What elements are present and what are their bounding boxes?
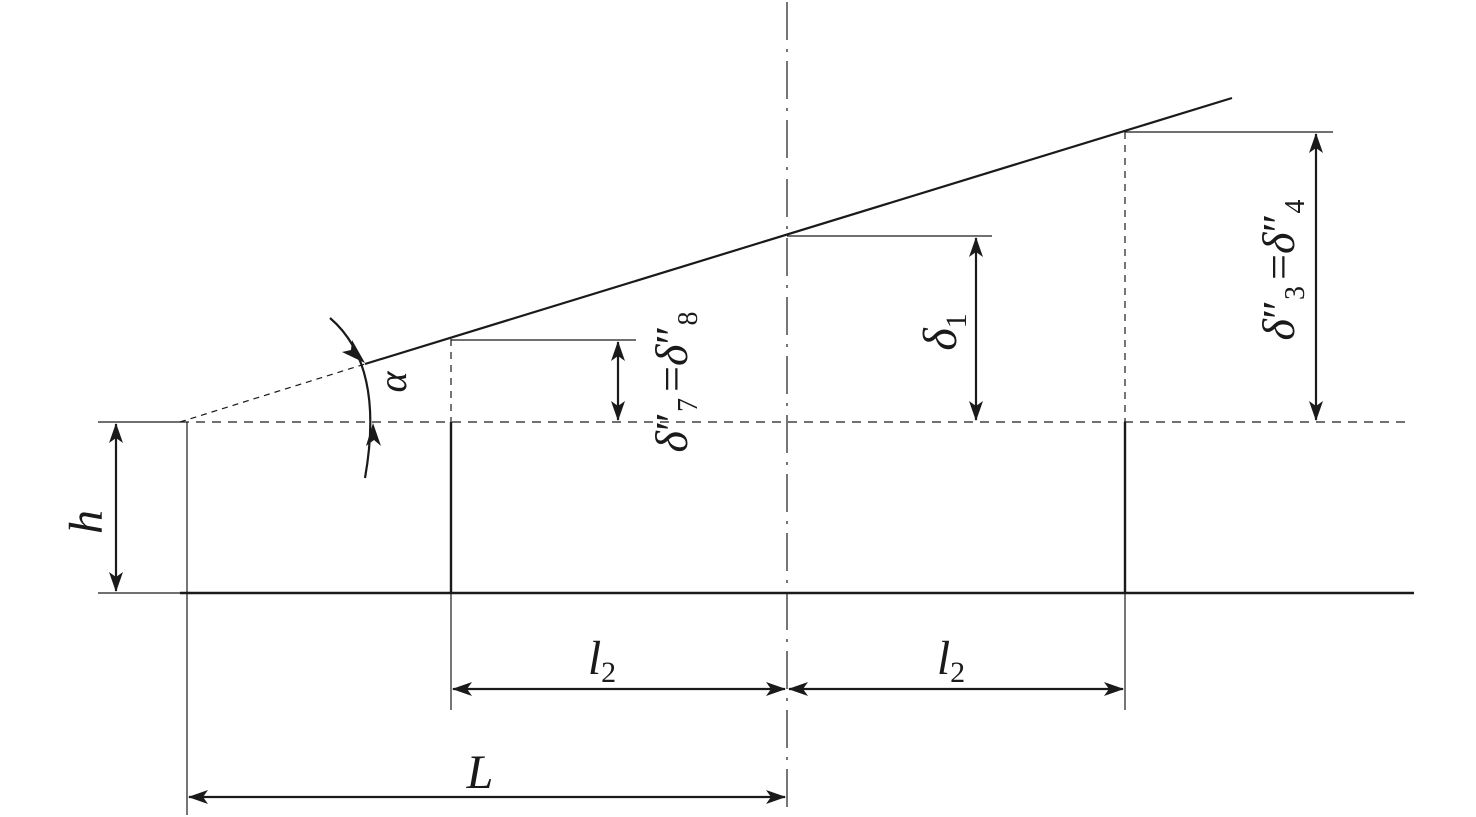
svg-text:h: h <box>60 510 113 534</box>
svg-text:δ1: δ1 <box>914 313 973 350</box>
delta7-equals-delta8-label: δ″7=δ″8 <box>646 311 704 452</box>
alpha-angle-arc <box>329 317 372 479</box>
L-label: L <box>466 746 494 799</box>
h-label: h <box>60 510 113 534</box>
svg-text:δ″3=δ″4: δ″3=δ″4 <box>1253 199 1311 340</box>
tilted-plate-line <box>364 96 1233 366</box>
l2-left-label: l2 <box>588 632 616 689</box>
tilted-plate-extension-dashed <box>179 363 366 423</box>
delta1-label: δ1 <box>914 313 973 350</box>
alpha-arrow-bottom <box>366 423 381 446</box>
svg-text:δ″7=δ″8: δ″7=δ″8 <box>646 311 704 452</box>
delta3-equals-delta4-label: δ″3=δ″4 <box>1253 199 1311 340</box>
alpha-label: α <box>370 371 415 393</box>
svg-text:α: α <box>370 371 415 393</box>
l2-right-label: l2 <box>937 632 965 689</box>
alpha-arrow-top <box>342 340 365 363</box>
